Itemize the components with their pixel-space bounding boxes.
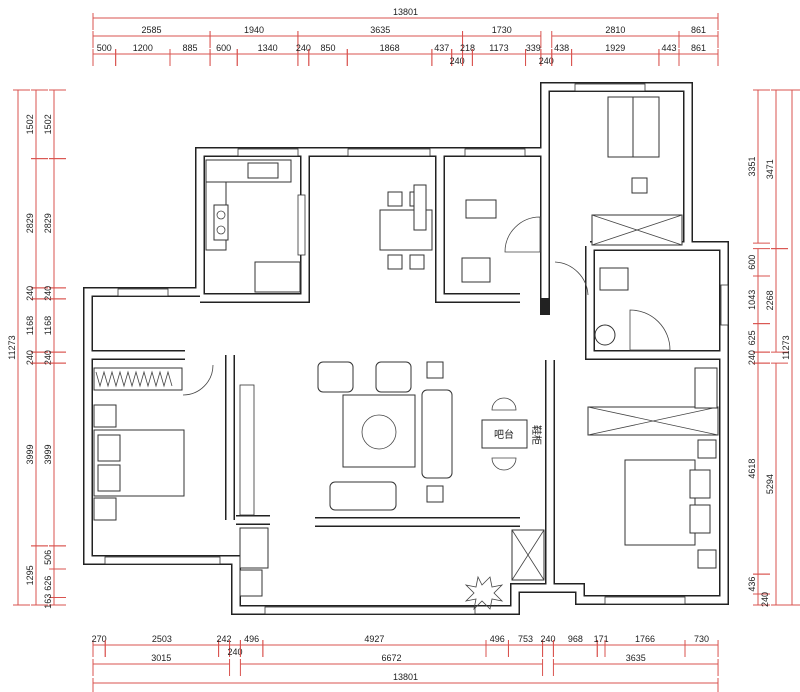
dimension-label: 6672	[381, 653, 401, 663]
dimension-label: 443	[661, 43, 676, 53]
dining-table	[379, 184, 433, 270]
bathroom-2	[554, 261, 671, 351]
dimension-label: 1043	[747, 290, 757, 310]
windows	[104, 83, 729, 615]
dimension-label: 240	[539, 56, 554, 66]
dimension-label: 11273	[7, 335, 17, 359]
dimension-label: 2503	[152, 634, 172, 644]
dimension-label: 240	[540, 634, 555, 644]
dimension-label: 496	[490, 634, 505, 644]
dimension-label: 626	[43, 576, 53, 591]
dimension-label: 600	[747, 255, 757, 270]
dimension-label: 1168	[25, 316, 35, 335]
dimension-label: 240	[760, 592, 770, 607]
right-bedroom	[587, 367, 719, 569]
dimension-label: 1766	[635, 634, 655, 644]
dimension-label: 270	[92, 634, 107, 644]
dimension-label: 240	[296, 43, 311, 53]
dimension-label: 1502	[43, 114, 53, 134]
dimension-label: 218	[460, 43, 475, 53]
partition-label: 鞋柜	[530, 425, 543, 445]
dimension-label: 240	[43, 286, 53, 301]
dimension-label: 1173	[489, 43, 508, 53]
dimension-label: 3471	[765, 159, 775, 179]
bar-counter: 吧台 鞋柜	[481, 397, 543, 471]
dimension-label: 3999	[25, 444, 35, 464]
dimension-label: 753	[518, 634, 533, 644]
dimension-label: 3999	[43, 444, 53, 464]
dimension-label: 4927	[364, 634, 384, 644]
dimension-label: 3015	[151, 653, 171, 663]
dimension-label: 438	[554, 43, 569, 53]
entry-and-utility	[239, 527, 545, 611]
dimension-label: 885	[183, 43, 198, 53]
dimension-label: 3351	[747, 157, 757, 177]
dimension-label: 1730	[492, 25, 512, 35]
dimension-label: 850	[321, 43, 336, 53]
dimension-label: 1340	[258, 43, 278, 53]
dimension-label: 861	[691, 43, 706, 53]
dimension-label: 240	[25, 286, 35, 301]
dimension-label: 500	[97, 43, 112, 53]
dimension-label: 3635	[626, 653, 646, 663]
left-bedroom	[93, 367, 185, 521]
dimension-label: 1502	[25, 114, 35, 134]
dimension-label: 11273	[781, 335, 791, 359]
dimension-label: 1929	[605, 43, 625, 53]
dimension-lines: 13801 2585 1940 3635 1730 2810 861 500 1200 885 60…	[7, 7, 800, 692]
dimension-label: 339	[526, 43, 541, 53]
bathroom-1	[461, 199, 541, 283]
dimension-label: 3635	[370, 25, 390, 35]
dimension-label: 625	[747, 330, 757, 345]
dimension-label: 1295	[25, 565, 35, 585]
dimension-label: 506	[43, 550, 53, 565]
dimension-label: 13801	[393, 672, 418, 682]
kitchen	[205, 159, 301, 293]
dimension-label: 240	[25, 350, 35, 365]
dimension-label: 2268	[765, 290, 775, 310]
dimension-label: 968	[568, 634, 583, 644]
dimension-label: 240	[227, 647, 242, 657]
dimension-label: 436	[747, 577, 757, 592]
dimension-label: 730	[694, 634, 709, 644]
dimension-label: 600	[216, 43, 231, 53]
dimension-label: 240	[43, 350, 53, 365]
dimension-label: 437	[434, 43, 449, 53]
dimension-label: 2829	[43, 213, 53, 233]
dimension-label: 5294	[765, 474, 775, 494]
dimension-label: 2810	[605, 25, 625, 35]
dimension-label: 1200	[133, 43, 153, 53]
dimension-label: 1940	[244, 25, 264, 35]
dimension-label: 2585	[142, 25, 162, 35]
dimension-label: 240	[747, 350, 757, 365]
dimension-label: 4618	[747, 459, 757, 479]
dimension-label: 496	[244, 634, 259, 644]
dimension-label: 240	[450, 56, 465, 66]
dimension-label: 2829	[25, 213, 35, 233]
dimension-label: 13801	[393, 7, 418, 17]
dimension-label: 1168	[43, 316, 53, 335]
dimension-label: 242	[217, 634, 232, 644]
dimension-label: 861	[691, 25, 706, 35]
dimension-label: 163	[43, 594, 53, 609]
dimension-label: 171	[594, 634, 609, 644]
top-right-room	[591, 96, 683, 246]
dimension-label: 1868	[380, 43, 400, 53]
living-room	[182, 361, 453, 511]
bar-label: 吧台	[494, 428, 514, 441]
